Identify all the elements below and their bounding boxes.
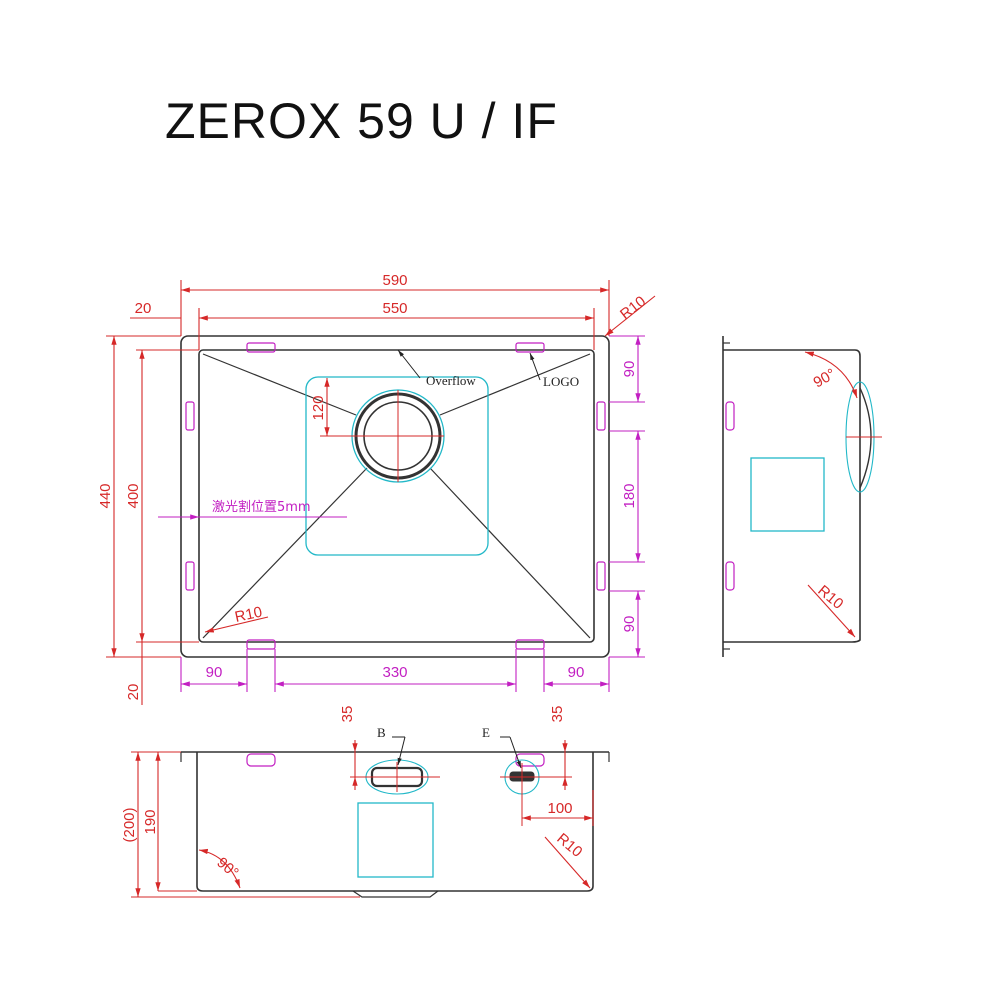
label-e: E	[482, 725, 490, 740]
side-overflow-bulge	[859, 387, 872, 489]
dim-right-bottom: 90	[621, 616, 638, 633]
dim-b-offset: 35	[339, 706, 356, 723]
dim-bowl-width: 550	[382, 300, 407, 317]
slope-line	[429, 467, 591, 639]
dim-bowl-height: 190	[142, 809, 159, 834]
front-angle: 90°	[213, 854, 241, 882]
dim-bowl-depth: 400	[125, 483, 142, 508]
dim-right-middle: 180	[621, 483, 638, 508]
front-clip	[515, 753, 545, 767]
top-view: 590 550 20 R10 440 400 20 120 Overflow L…	[97, 272, 656, 705]
slope-line	[202, 467, 368, 639]
dim-flange-bottom: 20	[125, 684, 142, 701]
dim-bottom-left: 90	[206, 664, 223, 681]
side-basket-zone	[750, 457, 825, 532]
side-angle: 90°	[811, 365, 839, 391]
basket-zone	[305, 376, 489, 556]
side-view: 90° R10	[722, 336, 882, 657]
front-view-body	[196, 752, 594, 892]
dim-bottom-middle: 330	[382, 664, 407, 681]
side-clip	[725, 561, 735, 591]
dim-corner-radius-outer: R10	[617, 293, 649, 323]
overflow-label: Overflow	[426, 373, 476, 388]
mounting-clips	[185, 342, 606, 650]
drawing-title: ZEROX 59 U / IF	[165, 93, 558, 149]
dim-flange-top: 20	[135, 300, 152, 317]
dim-drain-offset: 120	[310, 395, 327, 420]
logo-label: LOGO	[543, 374, 579, 389]
dim-e-width: 100	[547, 800, 572, 817]
front-basket-zone	[357, 802, 434, 878]
dim-inner-corner-radius: R10	[233, 604, 263, 626]
dim-e-offset: 35	[549, 706, 566, 723]
right-dimensions	[609, 335, 645, 658]
dim-bottom-right: 90	[568, 664, 585, 681]
dim-overall-width: 590	[382, 272, 407, 289]
side-corner-radius: R10	[814, 582, 846, 613]
dim-right-top: 90	[621, 361, 638, 378]
side-view-body	[723, 349, 861, 643]
laser-cut-note: 激光割位置5mm	[212, 499, 311, 515]
sink-outer-outline	[180, 335, 610, 658]
front-corner-radius: R10	[553, 830, 585, 861]
front-clip	[246, 753, 276, 767]
top-dimensions	[130, 280, 656, 350]
side-clip	[725, 401, 735, 431]
slope-line	[439, 353, 591, 416]
slope-line	[202, 353, 357, 416]
dim-overall-depth: 440	[97, 483, 114, 508]
sink-bowl-outline	[198, 349, 595, 643]
dim-overall-height: (200)	[121, 807, 138, 842]
left-dimensions	[106, 335, 352, 705]
front-view: B E 35 35 100 (200)	[121, 706, 610, 898]
label-b: B	[377, 725, 386, 740]
bottom-dimensions	[180, 649, 610, 692]
